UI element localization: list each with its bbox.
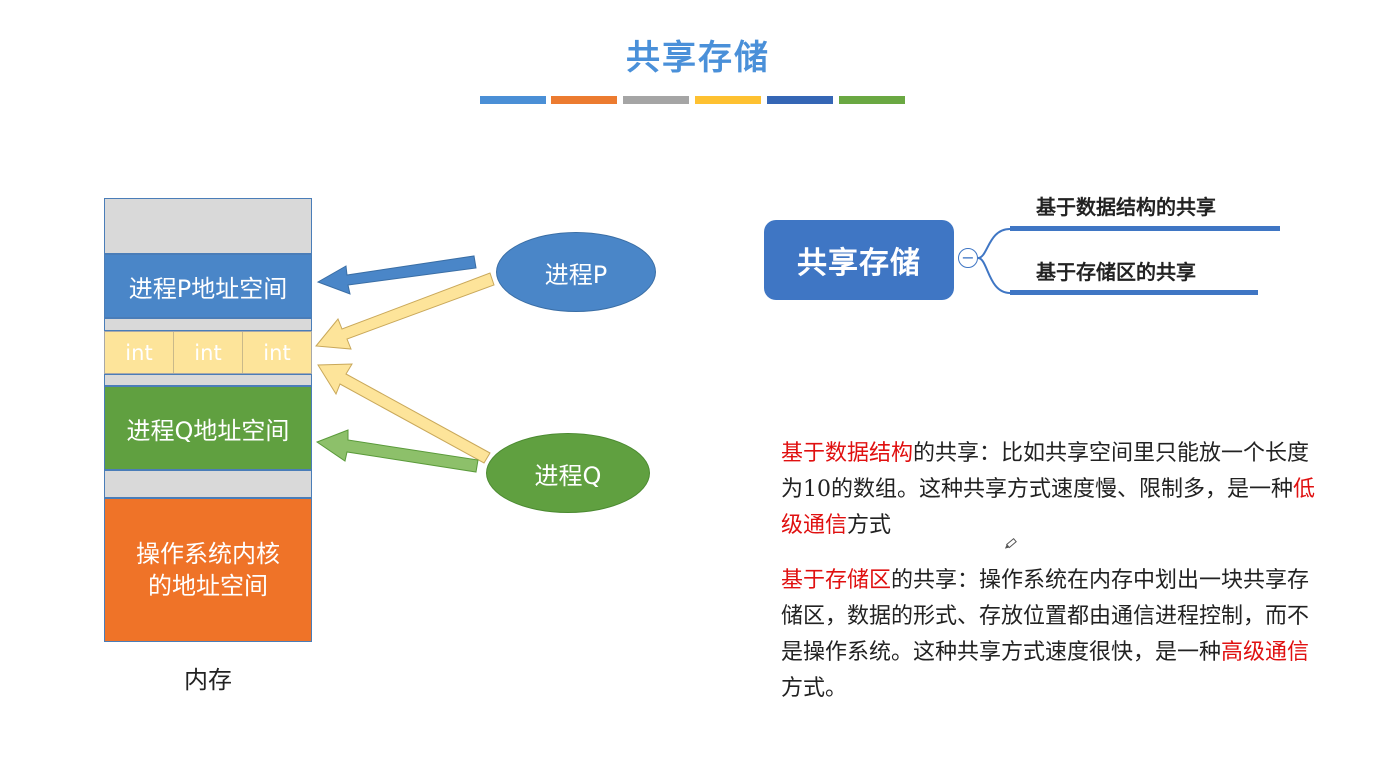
os-kernel-label-line2: 的地址空间 bbox=[148, 572, 268, 600]
description-text: 的共享：操作系统在内存中划出一块共享存储区，数据的形式、存放位置都由通信进程控制… bbox=[781, 568, 1310, 665]
title-bar-1 bbox=[480, 96, 546, 104]
arrow-p-to-shared bbox=[315, 272, 495, 350]
memory-free-block-low bbox=[104, 470, 312, 498]
highlight-term: 低级通信 bbox=[781, 477, 1316, 538]
process-q-label: 进程Q bbox=[534, 461, 602, 490]
process-q-node: 进程Q bbox=[486, 433, 650, 513]
memory-caption: 内存 bbox=[184, 666, 232, 694]
title-bar-3 bbox=[623, 96, 689, 104]
mindmap-branch-data-structure[interactable]: 基于数据结构的共享 bbox=[1036, 195, 1216, 219]
shared-int-array: int int int bbox=[104, 331, 312, 374]
process-q-address-space-label: 进程Q地址空间 bbox=[126, 416, 290, 445]
process-p-address-space-label: 进程P地址空间 bbox=[128, 274, 288, 303]
int-cell: int bbox=[174, 332, 243, 373]
highlight-term: 高级通信 bbox=[1221, 640, 1310, 665]
highlight-term: 基于数据结构 bbox=[781, 441, 914, 466]
int-cell: int bbox=[243, 332, 311, 373]
int-cell: int bbox=[105, 332, 174, 373]
pencil-cursor-icon bbox=[1004, 537, 1017, 549]
memory-free-block-mid1 bbox=[104, 318, 312, 331]
title-bar-4 bbox=[695, 96, 761, 104]
memory-free-block-top bbox=[104, 198, 312, 254]
mindmap-connector-upper bbox=[977, 228, 1011, 259]
highlight-term: 基于存储区 bbox=[781, 568, 892, 593]
os-kernel-address-space: 操作系统内核 的地址空间 bbox=[104, 498, 312, 642]
memory-free-block-mid2 bbox=[104, 374, 312, 386]
description-text: 方式 bbox=[847, 513, 892, 538]
title-bar-6 bbox=[839, 96, 905, 104]
mindmap-branch-underline bbox=[1010, 226, 1280, 231]
description-text: 的共享：比如共享空间里只能放一个长度为10的数组。这种共享方式速度慢、限制多，是… bbox=[781, 441, 1310, 502]
mindmap-branch-storage-area[interactable]: 基于存储区的共享 bbox=[1036, 260, 1196, 284]
process-q-address-space: 进程Q地址空间 bbox=[104, 386, 312, 470]
slide-title: 共享存储 bbox=[626, 38, 770, 78]
arrow-q-to-q-space bbox=[315, 429, 479, 473]
description-text: 方式。 bbox=[781, 676, 848, 701]
title-bar-5 bbox=[767, 96, 833, 104]
title-bar-2 bbox=[551, 96, 617, 104]
arrow-q-to-shared bbox=[317, 363, 491, 464]
mindmap-branch-underline bbox=[1010, 290, 1258, 295]
collapse-icon[interactable]: − bbox=[958, 248, 978, 268]
mindmap-root-node[interactable]: 共享存储 bbox=[764, 220, 954, 300]
process-p-label: 进程P bbox=[544, 260, 608, 289]
description-data-structure: 基于数据结构的共享：比如共享空间里只能放一个长度为10的数组。这种共享方式速度慢… bbox=[781, 436, 1321, 544]
process-p-node: 进程P bbox=[496, 232, 656, 312]
description-storage-area: 基于存储区的共享：操作系统在内存中划出一块共享存储区，数据的形式、存放位置都由通… bbox=[781, 563, 1321, 707]
arrow-p-to-p-space bbox=[316, 255, 477, 295]
mindmap-connector-lower bbox=[977, 257, 1011, 294]
process-p-address-space: 进程P地址空间 bbox=[104, 254, 312, 318]
os-kernel-label-line1: 操作系统内核 bbox=[136, 540, 280, 568]
